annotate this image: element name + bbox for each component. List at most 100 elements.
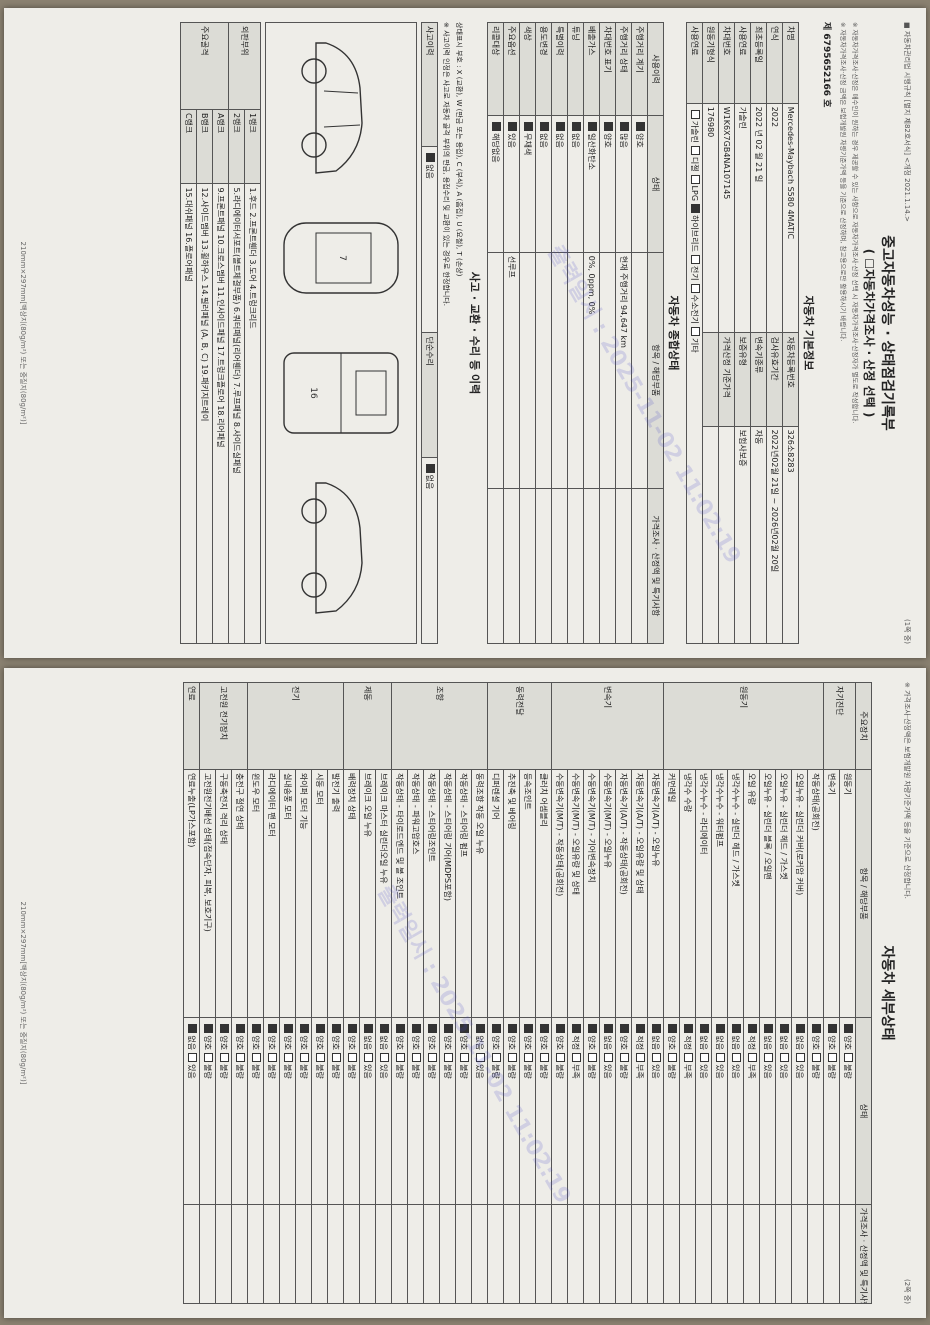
detail-price bbox=[503, 1204, 520, 1304]
detail-state-opposite: 불량 bbox=[843, 1064, 852, 1079]
form-title: 중고자동차성능 · 상태점검기록부 bbox=[879, 235, 895, 431]
detail-row: 자동변속기(A/T) - 작동상태(공회전)양호불량 bbox=[615, 683, 632, 1304]
fuel-option-label: 수소전기 bbox=[690, 294, 700, 325]
detail-state-label: 양호 bbox=[587, 1035, 596, 1051]
checkbox-icon bbox=[236, 1024, 245, 1034]
detail-item: 냉각수 수량 bbox=[679, 769, 696, 1018]
detail-state-label: 없음 bbox=[779, 1035, 788, 1051]
detail-state-label: 없음 bbox=[651, 1035, 660, 1051]
detail-state-opposite: 불량 bbox=[331, 1064, 340, 1079]
checkbox-icon bbox=[732, 1024, 741, 1034]
checkbox-icon bbox=[396, 1053, 405, 1063]
checkbox-icon bbox=[444, 1053, 453, 1063]
detail-price bbox=[247, 1204, 264, 1304]
detail-state-label: 양호 bbox=[619, 1035, 628, 1051]
detail-state: 양호불량 bbox=[439, 1017, 456, 1205]
detail-state-label: 없음 bbox=[363, 1035, 372, 1051]
detail-state: 양호불량 bbox=[311, 1017, 328, 1205]
checkbox-icon bbox=[716, 1053, 725, 1063]
detail-item: 수동변속기(M/T) - 오일누유 bbox=[599, 769, 616, 1018]
status-state-label: 있음 bbox=[507, 133, 517, 148]
checkbox-icon bbox=[332, 1053, 341, 1063]
detail-price bbox=[727, 1204, 744, 1304]
status-detail bbox=[535, 252, 552, 489]
detail-item: 배력장치 상태 bbox=[343, 769, 360, 1018]
checkbox-icon bbox=[796, 1053, 805, 1063]
checkbox-icon bbox=[284, 1053, 293, 1063]
checkbox-icon bbox=[508, 122, 518, 132]
detail-state-opposite: 있음 bbox=[651, 1064, 660, 1079]
detail-state-opposite: 불량 bbox=[539, 1064, 548, 1079]
overall-status-table: 사용이력 상태 항목 / 해당부품 가격조사 · 산정액 및 특기사항 주행거리… bbox=[487, 22, 664, 644]
basic-label: 최초등록일 bbox=[750, 22, 767, 104]
detail-state-label: 없음 bbox=[795, 1035, 804, 1051]
checkbox-icon bbox=[604, 122, 614, 132]
checkbox-icon bbox=[524, 122, 534, 132]
checkbox-icon bbox=[300, 1053, 309, 1063]
detail-price bbox=[839, 1204, 856, 1304]
detail-state: 없음있음 bbox=[695, 1017, 712, 1205]
device-group: 변속기 bbox=[551, 682, 664, 770]
detail-state-opposite: 불량 bbox=[395, 1064, 404, 1079]
detail-state-opposite: 불량 bbox=[587, 1064, 596, 1079]
detail-item: 클러치 어셈블리 bbox=[535, 769, 552, 1018]
detail-state-opposite: 있음 bbox=[379, 1064, 388, 1079]
status-state: 많음 bbox=[615, 115, 632, 253]
device-group: 원동기 bbox=[663, 682, 824, 770]
detail-price bbox=[455, 1204, 472, 1304]
basic-value: 2022 bbox=[766, 103, 783, 333]
detail-price bbox=[199, 1204, 216, 1304]
detail-state-opposite: 불량 bbox=[811, 1064, 820, 1079]
status-extra bbox=[487, 488, 504, 644]
checkbox-icon bbox=[572, 1053, 581, 1063]
detail-state: 없음있음 bbox=[759, 1017, 776, 1205]
checkbox-icon bbox=[556, 1053, 565, 1063]
detail-price bbox=[535, 1204, 552, 1304]
checkbox-icon bbox=[716, 1024, 725, 1034]
checkbox-icon bbox=[364, 1053, 373, 1063]
status-extra bbox=[503, 488, 520, 644]
checkbox-icon bbox=[812, 1053, 821, 1063]
rank-items: 9.프론트패널 10.크로스멤버 11.인사이드패널 17.트렁크플로어 18.… bbox=[212, 183, 229, 644]
detail-price bbox=[615, 1204, 632, 1304]
detail-state-label: 적정 bbox=[571, 1035, 580, 1051]
detail-state-label: 없음 bbox=[699, 1035, 708, 1051]
checkbox-icon bbox=[604, 1024, 613, 1034]
detail-state: 양호불량 bbox=[807, 1017, 824, 1205]
status-item-name: 튜닝 bbox=[567, 22, 584, 116]
checkbox-icon bbox=[316, 1053, 325, 1063]
checkbox-icon bbox=[268, 1053, 277, 1063]
device-group: 전기 bbox=[247, 682, 344, 770]
page-2-content: ※ 가격조사·산정액은 보험개발원 차량기준가액 등을 기준으로 산정합니다. … bbox=[18, 682, 912, 1304]
basic-label-2: 가격산정 기준가격 bbox=[718, 332, 735, 427]
detail-price bbox=[647, 1204, 664, 1304]
checkbox-icon bbox=[691, 327, 701, 337]
status-col-state: 상태 bbox=[647, 115, 664, 253]
detail-item: 냉각수누수 - 워터펌프 bbox=[711, 769, 728, 1018]
checkbox-icon bbox=[252, 1024, 261, 1034]
detail-price bbox=[487, 1204, 504, 1304]
checkbox-icon bbox=[691, 204, 701, 214]
device-group: 제동 bbox=[343, 682, 392, 770]
detail-state: 양호불량 bbox=[407, 1017, 424, 1205]
checkbox-icon bbox=[764, 1024, 773, 1034]
detail-item: 추진축 및 베어링 bbox=[503, 769, 520, 1018]
detail-state: 양호불량 bbox=[615, 1017, 632, 1205]
status-item-name: 주행거리 상태 bbox=[615, 22, 632, 116]
detail-state-label: 양호 bbox=[523, 1035, 532, 1051]
detail-item: 냉각수누수 - 실린더 헤드 / 가스켓 bbox=[727, 769, 744, 1018]
detail-state-label: 양호 bbox=[443, 1035, 452, 1051]
checkbox-icon bbox=[691, 254, 701, 264]
vehicle-diagram: 7 16 bbox=[265, 22, 418, 644]
checkbox-icon bbox=[364, 1024, 373, 1034]
